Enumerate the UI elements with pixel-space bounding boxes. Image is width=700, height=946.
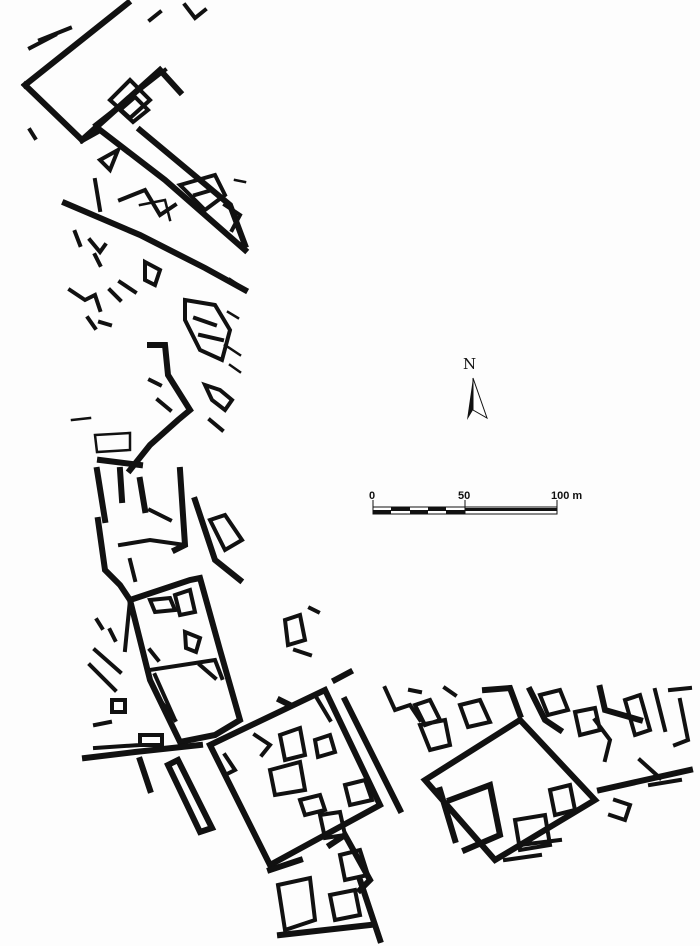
- walls-west-middle: [67, 229, 245, 585]
- scale-tick-100: 100 m: [551, 490, 583, 502]
- north-arrow-label: N: [463, 355, 477, 373]
- walls-west-south: [81, 516, 244, 836]
- walls-southeast-block: [382, 684, 694, 864]
- scale-tick-0: 0: [369, 490, 376, 502]
- walls-northwest-block: [20, 0, 250, 295]
- walls-central-building: [205, 605, 405, 944]
- scale-tick-50: 50: [458, 490, 471, 502]
